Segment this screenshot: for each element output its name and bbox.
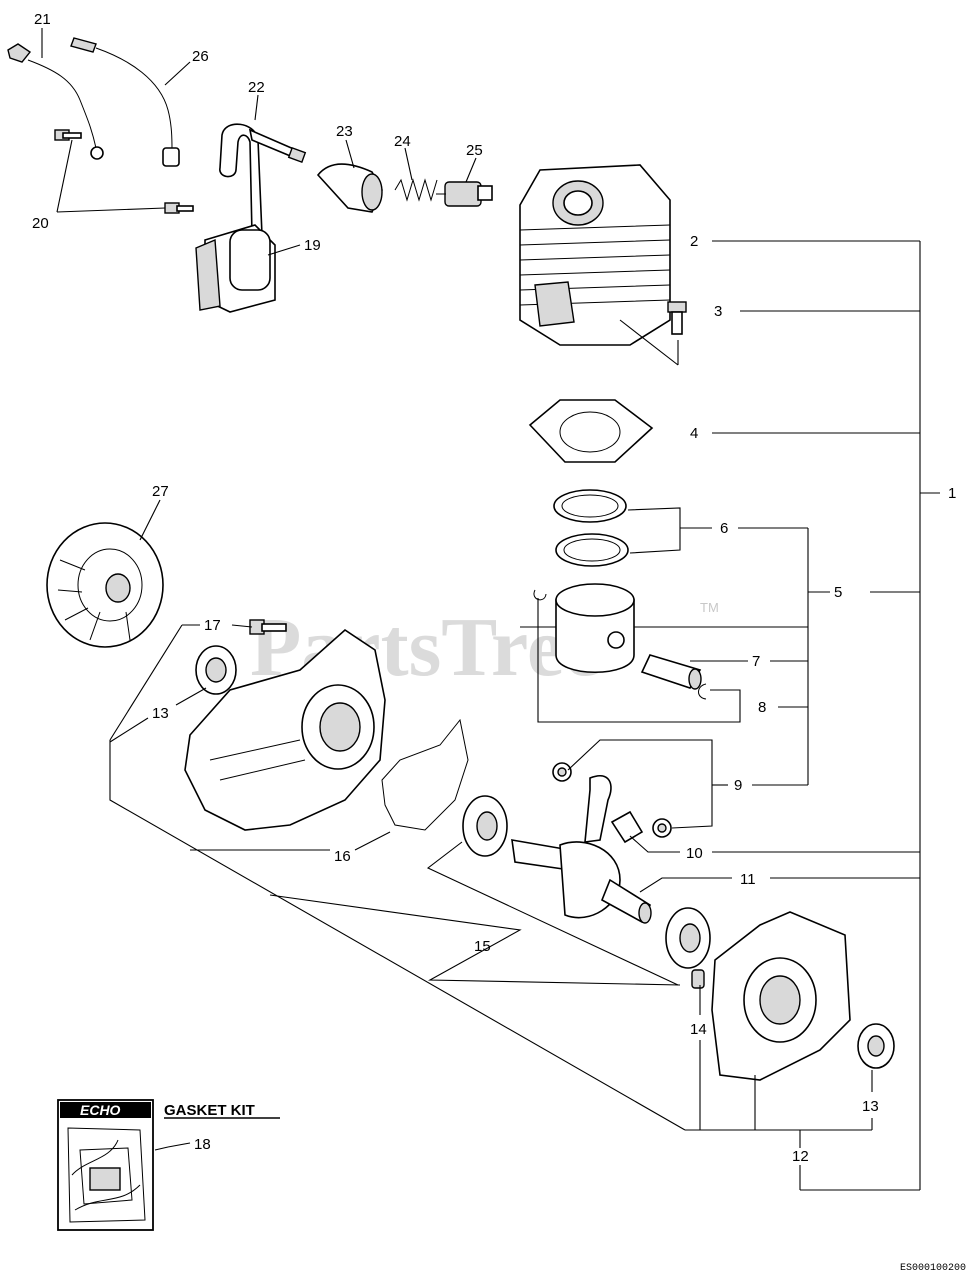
part-19-ignition-coil[interactable] (195, 224, 276, 313)
callout-17[interactable]: 17 (204, 617, 221, 634)
callout-11[interactable]: 11 (740, 871, 756, 888)
callout-20[interactable]: 20 (32, 215, 49, 232)
callout-19[interactable]: 19 (304, 237, 321, 254)
callout-26[interactable]: 26 (192, 48, 209, 65)
callout-12[interactable]: 12 (792, 1148, 809, 1165)
part-25-spark-plug[interactable] (436, 181, 493, 207)
callout-24[interactable]: 24 (394, 133, 411, 150)
watermark-tm: TM (700, 600, 719, 615)
callout-13-left[interactable]: 13 (152, 705, 169, 722)
part-13-oil-seal-left[interactable] (195, 645, 237, 695)
callout-8[interactable]: 8 (758, 699, 766, 716)
part-16-crankcase-gasket[interactable] (381, 718, 469, 831)
part-5-piston[interactable] (533, 583, 635, 674)
callout-numbers: 1 2 3 4 5 6 7 8 9 10 11 12 13 13 14 15 1… (32, 11, 956, 1165)
callout-13-right[interactable]: 13 (862, 1098, 879, 1115)
part-20-screws[interactable] (54, 129, 194, 214)
callout-1[interactable]: 1 (948, 485, 956, 502)
callout-15[interactable]: 15 (474, 938, 491, 955)
part-2-cylinder[interactable] (519, 164, 671, 346)
callout-16[interactable]: 16 (334, 848, 351, 865)
callout-5[interactable]: 5 (834, 584, 842, 601)
part-9-needle-bearing[interactable] (552, 762, 672, 844)
part-15-bearing-left[interactable] (462, 795, 508, 857)
callout-18[interactable]: 18 (194, 1136, 211, 1153)
callout-2[interactable]: 2 (690, 233, 698, 250)
diagram-code: ES000100200 (900, 1263, 966, 1274)
callout-21[interactable]: 21 (34, 11, 51, 28)
part-7-piston-pin[interactable] (640, 654, 702, 690)
callout-9[interactable]: 9 (734, 777, 742, 794)
part-21-lead-wire[interactable] (7, 43, 104, 160)
part-23-plug-cap[interactable] (316, 163, 383, 213)
callout-27[interactable]: 27 (152, 483, 169, 500)
part-27-flywheel[interactable] (46, 522, 164, 648)
gasket-kit-box[interactable]: ECHO GASKET KIT (57, 1099, 280, 1231)
part-4-cylinder-gasket[interactable] (528, 399, 654, 463)
callout-25[interactable]: 25 (466, 142, 483, 159)
part-12-crankcase-left[interactable] (184, 628, 386, 831)
callout-3[interactable]: 3 (714, 303, 722, 320)
gasket-kit-brand: ECHO (80, 1102, 121, 1118)
part-24-spring[interactable] (394, 178, 438, 202)
part-8-circlip[interactable] (698, 683, 707, 700)
part-6-piston-rings[interactable] (553, 489, 629, 567)
part-22-ignition-tube[interactable] (219, 123, 307, 236)
callout-6[interactable]: 6 (720, 520, 728, 537)
part-15-bearing-right[interactable] (665, 907, 711, 969)
callout-4[interactable]: 4 (690, 425, 698, 442)
callout-7[interactable]: 7 (752, 653, 760, 670)
part-14-dowel-pin[interactable] (691, 969, 705, 989)
part-11-crankshaft[interactable] (511, 775, 652, 924)
leader-lines (41, 28, 940, 1191)
callout-23[interactable]: 23 (336, 123, 353, 140)
gasket-kit-label: GASKET KIT (164, 1102, 255, 1119)
callout-22[interactable]: 22 (248, 79, 265, 96)
callout-14[interactable]: 14 (690, 1021, 707, 1038)
part-3-fitting[interactable] (667, 301, 687, 335)
part-26-lead-wire[interactable] (70, 37, 180, 167)
callout-10[interactable]: 10 (686, 845, 703, 862)
part-13-oil-seal-right[interactable] (857, 1023, 895, 1069)
part-12-crankcase-right[interactable] (711, 911, 851, 1081)
